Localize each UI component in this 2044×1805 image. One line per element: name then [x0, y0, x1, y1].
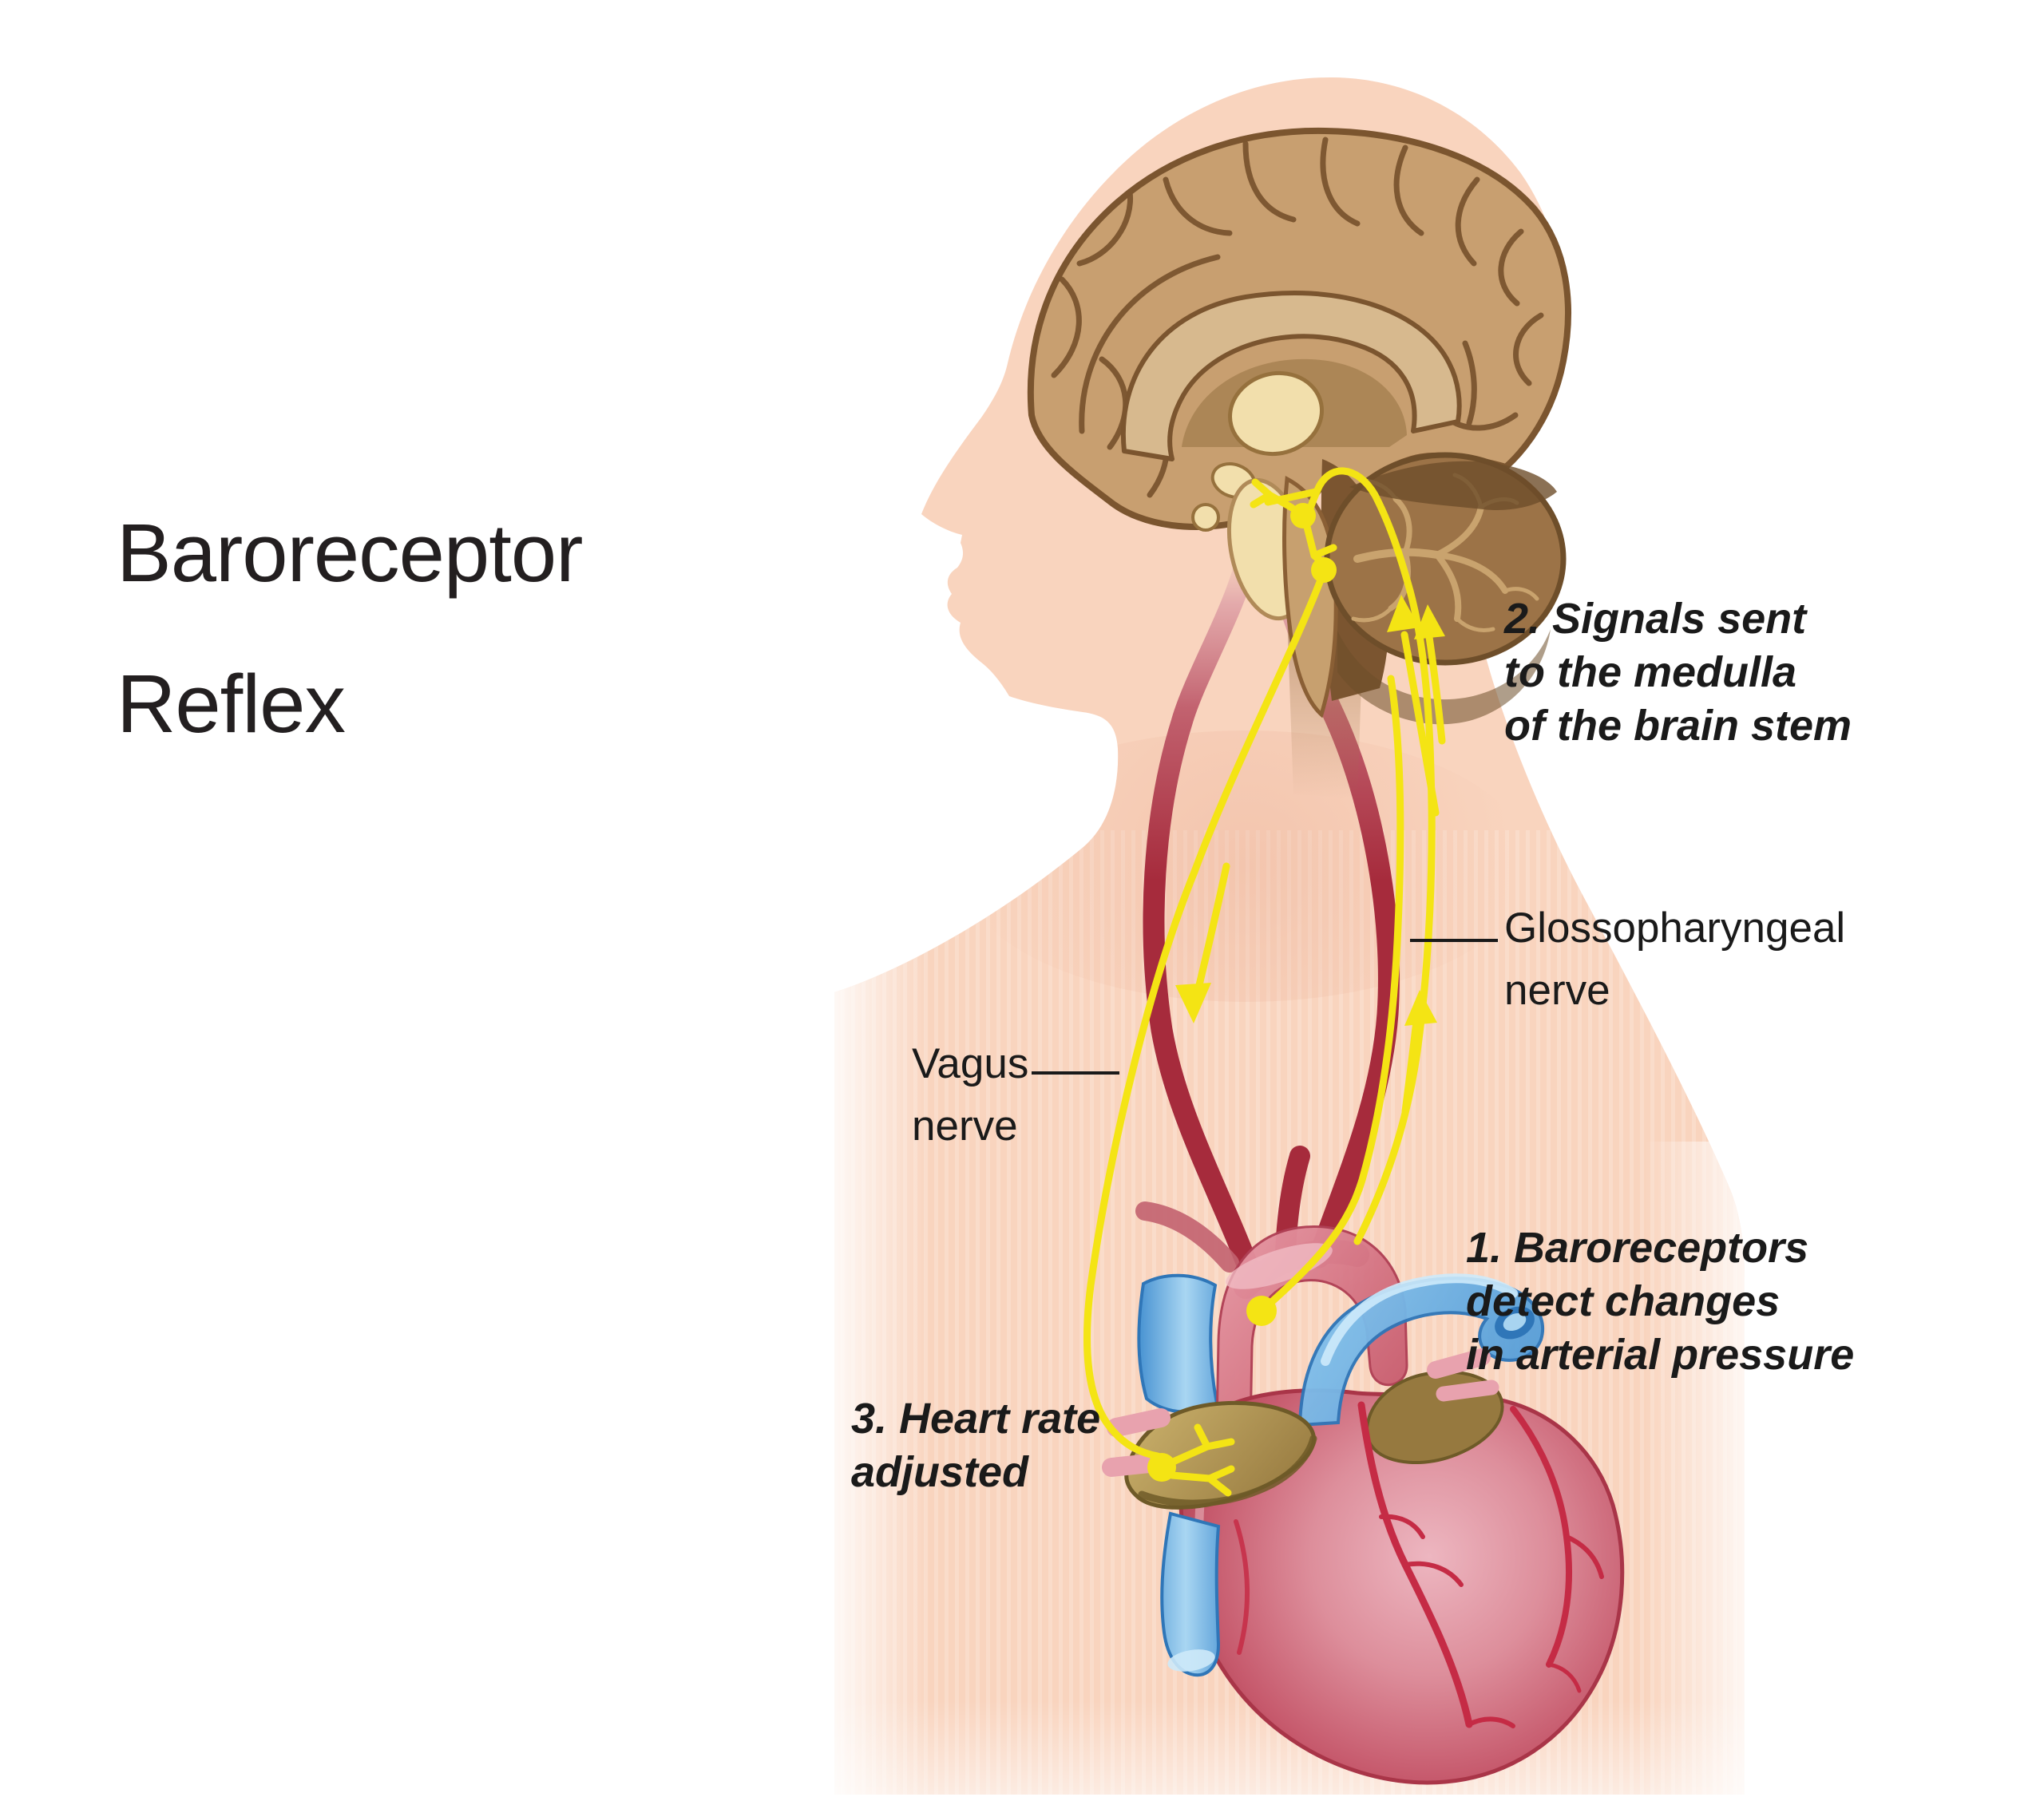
aortic-afferent-nerve [1258, 675, 1404, 1315]
sa-node-branches [1167, 1423, 1235, 1497]
medulla-neuron1-icon [1290, 503, 1316, 528]
pituitary [1191, 503, 1220, 532]
baroreceptor-node-icon [1246, 1296, 1277, 1326]
page-title: Baroreceptor Reflex [117, 507, 583, 750]
pointer-lines [1032, 939, 1498, 1075]
pulmonary-highlight [1321, 1273, 1518, 1366]
label-glossopharyngeal-nerve: Glossopharyngeal nerve [1504, 904, 1846, 1014]
pulmonary-end-lumen [1503, 1312, 1527, 1332]
sa-node-icon [1147, 1453, 1176, 1482]
ivc-end-cap [1167, 1649, 1215, 1672]
down-arrow-shaft [1194, 862, 1230, 992]
medulla-neuron-branches [1250, 478, 1296, 512]
glossopharyngeal-afferent-nerve [1303, 467, 1436, 1245]
superior-vena-cava [1137, 1273, 1219, 1414]
right-pulmonary-veins [1427, 1348, 1499, 1402]
right-atrium-shadow-edge [1138, 1435, 1317, 1507]
label-step-3-heart-rate: 3. Heart rate adjusted [851, 1395, 1101, 1496]
signal-arrow-up3-icon [1404, 990, 1437, 1026]
thalamus [1228, 370, 1324, 457]
inferior-vena-cava [1160, 1511, 1221, 1677]
aorta-highlight [1226, 1243, 1333, 1289]
brain-illustration [1027, 127, 1571, 798]
label-vagus-nerve: Vagus nerve [912, 1040, 1029, 1150]
body-silhouette [834, 77, 1745, 1795]
signal-arrow-down-icon [1175, 983, 1211, 1023]
up-arrow2-shaft [1425, 633, 1446, 745]
tentorium [1349, 461, 1557, 511]
left-carotid-artery [1143, 545, 1263, 1288]
signal-arrow-up2-icon [1414, 604, 1445, 639]
medulla-neuron2-icon [1311, 557, 1337, 583]
nerve-pathways [1083, 467, 1446, 1497]
label-step-1-baroreceptors: 1. Baroreceptors detect changes in arter… [1466, 1224, 1855, 1379]
corpus-callosum [1120, 291, 1462, 461]
subclavian-artery-stub [1135, 1201, 1239, 1273]
coronary-arteries [1234, 1401, 1604, 1728]
signal-arrow-up-icon [1387, 595, 1420, 632]
cerebrum-gyri [1051, 137, 1544, 498]
label-step-2-signals-sent: 2. Signals sent to the medulla of the br… [1504, 595, 1852, 750]
vagus-efferent-nerve [1083, 574, 1325, 1460]
up-arrow1-shaft [1400, 631, 1440, 817]
